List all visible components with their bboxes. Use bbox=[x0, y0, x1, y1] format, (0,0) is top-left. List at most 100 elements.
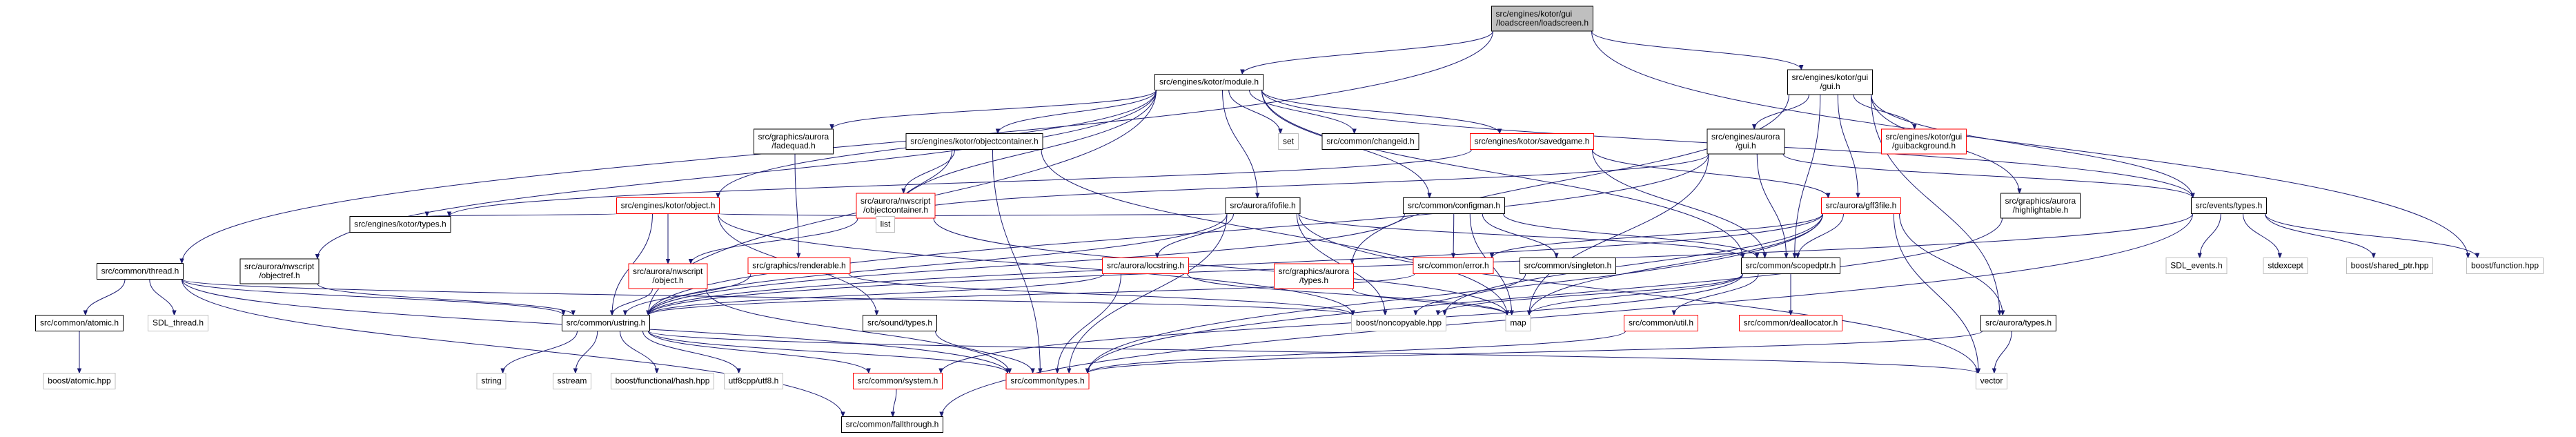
node-box bbox=[1787, 69, 1873, 95]
dependency-edge bbox=[1085, 217, 2003, 374]
node-configman[interactable]: src/common/configman.h bbox=[1403, 197, 1505, 214]
node-nws-objectcontainer[interactable]: src/aurora/nwscript/objectcontainer.h bbox=[856, 193, 936, 219]
node-label: src/common/thread.h bbox=[101, 266, 179, 276]
node-box bbox=[97, 263, 184, 280]
node-label: boost/function.hpp bbox=[2471, 261, 2539, 271]
dependency-edge bbox=[447, 149, 1472, 217]
dependency-edge bbox=[2243, 213, 2282, 259]
dependency-edge bbox=[933, 217, 1510, 316]
node-events-types[interactable]: src/events/types.h bbox=[2191, 197, 2267, 214]
node-box bbox=[43, 373, 116, 389]
node-box bbox=[1005, 373, 1090, 389]
node-label: boost/shared_ptr.hpp bbox=[2351, 261, 2429, 271]
node-common-types[interactable]: src/common/types.h bbox=[1005, 373, 1090, 389]
dependency-edge bbox=[890, 389, 897, 418]
dependency-edge bbox=[2265, 213, 2480, 259]
node-changeid[interactable]: src/common/changeid.h bbox=[1321, 133, 1419, 150]
node-box bbox=[1624, 315, 1698, 331]
node-function: boost/function.hpp bbox=[2466, 258, 2544, 274]
dependency-edge bbox=[1526, 213, 1823, 316]
dependency-edge bbox=[646, 153, 1709, 316]
dependency-edge bbox=[1526, 273, 1743, 316]
dependency-edge bbox=[848, 273, 1355, 316]
dependency-edge bbox=[1261, 90, 1745, 259]
node-box bbox=[628, 263, 708, 289]
node-label: map bbox=[1510, 318, 1526, 328]
node-label: src/graphics/aurora bbox=[2005, 196, 2076, 206]
dependency-edge bbox=[1752, 94, 1809, 130]
node-box bbox=[1413, 258, 1494, 274]
node-label: src/common/system.h bbox=[858, 376, 938, 386]
node-singleton[interactable]: src/common/singleton.h bbox=[1520, 258, 1616, 274]
node-box bbox=[1520, 258, 1616, 274]
node-kotor-types[interactable]: src/engines/kotor/types.h bbox=[349, 216, 451, 233]
node-box bbox=[611, 373, 714, 389]
node-objectref[interactable]: src/aurora/nwscript/objectref.h bbox=[239, 258, 319, 284]
node-label: SDL_events.h bbox=[2170, 261, 2222, 271]
node-fallthrough[interactable]: src/common/fallthrough.h bbox=[841, 416, 943, 433]
node-label: /object.h bbox=[652, 275, 683, 285]
node-ustring[interactable]: src/common/ustring.h bbox=[562, 315, 650, 331]
node-gff3file[interactable]: src/aurora/gff3file.h bbox=[1821, 197, 1901, 214]
node-objectcontainer[interactable]: src/engines/kotor/objectcontainer.h bbox=[905, 133, 1043, 150]
node-loadscreen[interactable]: src/engines/kotor/gui/loadscreen/loadscr… bbox=[1491, 6, 1593, 32]
node-box bbox=[1225, 197, 1301, 214]
node-error[interactable]: src/common/error.h bbox=[1413, 258, 1494, 274]
node-aurora-gui[interactable]: src/engines/aurora/gui.h bbox=[1707, 128, 1785, 155]
node-box bbox=[856, 193, 936, 219]
dependency-edge bbox=[1871, 94, 2195, 199]
node-box bbox=[2263, 258, 2308, 274]
dependency-edge bbox=[891, 153, 1709, 217]
node-scopedptr[interactable]: src/common/scopedptr.h bbox=[1741, 258, 1840, 274]
node-atomic-hpp: boost/atomic.hpp bbox=[43, 373, 116, 389]
node-system[interactable]: src/common/system.h bbox=[853, 373, 943, 389]
node-stdexcept: stdexcept bbox=[2263, 258, 2308, 274]
dependency-edge bbox=[646, 213, 1228, 316]
node-highlightable[interactable]: src/graphics/aurora/highlightable.h bbox=[2000, 193, 2081, 219]
node-box bbox=[1739, 315, 1842, 331]
node-label: set bbox=[1283, 137, 1295, 146]
node-label: src/aurora/ifofile.h bbox=[1230, 201, 1295, 211]
node-gfx-aurora-types[interactable]: src/graphics/aurora/types.h bbox=[1274, 263, 1354, 289]
node-label: vector bbox=[1980, 376, 2003, 386]
node-box bbox=[239, 258, 319, 284]
node-nws-object[interactable]: src/aurora/nwscript/object.h bbox=[628, 263, 708, 289]
node-sound-types[interactable]: src/sound/types.h bbox=[863, 315, 937, 331]
node-label: src/engines/kotor/gui bbox=[1886, 132, 1963, 142]
dependency-edge bbox=[1350, 94, 1789, 264]
node-label: src/common/types.h bbox=[1010, 376, 1084, 386]
node-savedgame[interactable]: src/engines/kotor/savedgame.h bbox=[1470, 133, 1594, 150]
dependency-edge bbox=[1489, 213, 1823, 259]
node-label: src/aurora/gff3file.h bbox=[1826, 201, 1897, 211]
node-box bbox=[1980, 315, 2056, 331]
node-module[interactable]: src/engines/kotor/module.h bbox=[1154, 74, 1264, 90]
node-label: src/aurora/nwscript bbox=[244, 262, 315, 271]
node-deallocator[interactable]: src/common/deallocator.h bbox=[1739, 315, 1842, 331]
node-atomic-h[interactable]: src/common/atomic.h bbox=[35, 315, 124, 331]
node-fadequad[interactable]: src/graphics/aurora/fadequad.h bbox=[754, 128, 834, 155]
node-label: sstream bbox=[558, 376, 587, 386]
node-renderable[interactable]: src/graphics/renderable.h bbox=[747, 258, 851, 274]
dependency-edge bbox=[2197, 213, 2221, 259]
node-label: src/aurora/locstring.h bbox=[1107, 261, 1184, 271]
node-box bbox=[476, 373, 507, 389]
dependency-edge bbox=[1871, 94, 2002, 316]
node-locstring[interactable]: src/aurora/locstring.h bbox=[1102, 258, 1189, 274]
node-aurora-types[interactable]: src/aurora/types.h bbox=[1980, 315, 2056, 331]
node-label: src/engines/kotor/module.h bbox=[1159, 77, 1259, 87]
dependency-edge bbox=[938, 273, 1743, 374]
node-box bbox=[349, 216, 451, 233]
node-thread[interactable]: src/common/thread.h bbox=[97, 263, 184, 280]
node-ifofile[interactable]: src/aurora/ifofile.h bbox=[1225, 197, 1301, 214]
dependency-edge bbox=[1085, 331, 1626, 374]
node-sdl-events: SDL_events.h bbox=[2165, 258, 2228, 274]
node-guibackground[interactable]: src/engines/kotor/gui/guibackground.h bbox=[1881, 128, 1967, 155]
node-kotor-gui[interactable]: src/engines/kotor/gui/gui.h bbox=[1787, 69, 1873, 95]
node-box bbox=[754, 128, 834, 155]
node-kotor-object[interactable]: src/engines/kotor/object.h bbox=[616, 197, 720, 214]
node-util[interactable]: src/common/util.h bbox=[1624, 315, 1698, 331]
node-label: src/aurora/types.h bbox=[1985, 318, 2052, 328]
dependency-edge bbox=[620, 331, 659, 374]
dependency-edge bbox=[1067, 213, 1228, 374]
node-hash: boost/functional/hash.hpp bbox=[611, 373, 714, 389]
